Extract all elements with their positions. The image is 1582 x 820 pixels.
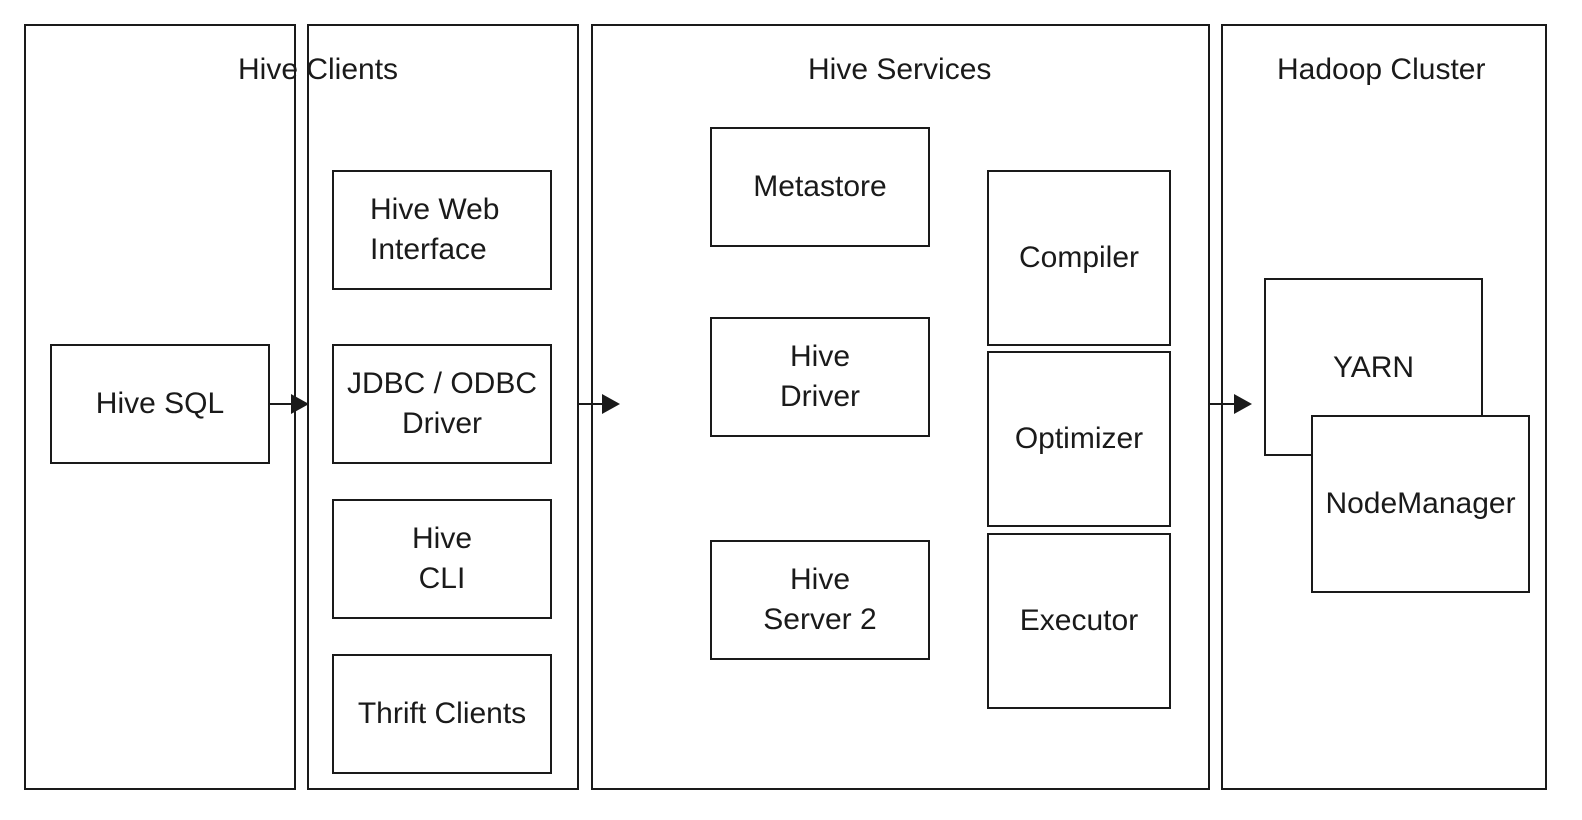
compiler-label: Compiler <box>1018 241 1140 274</box>
hive-driver-label: Hive Driver <box>780 340 860 413</box>
jdbc-odbc-driver-node: JDBC / ODBC Driver <box>332 344 552 464</box>
metastore-node: Metastore <box>710 127 930 247</box>
hive-sql-label: Hive SQL <box>95 387 225 420</box>
thrift-clients-label: Thrift Clients <box>357 697 527 730</box>
compiler-node: Compiler <box>987 170 1171 346</box>
hive-sql-node: Hive SQL <box>50 344 270 464</box>
jdbc-odbc-driver-label: JDBC / ODBC Driver <box>346 367 538 440</box>
hive-driver-node: Hive Driver <box>710 317 930 437</box>
optimizer-node: Optimizer <box>987 351 1171 527</box>
executor-label: Executor <box>1019 604 1139 637</box>
executor-node: Executor <box>987 533 1171 709</box>
hive-clients-title: Hive Clients <box>238 53 399 86</box>
hadoop-cluster-title: Hadoop Cluster <box>1277 53 1486 86</box>
thrift-clients-node: Thrift Clients <box>332 654 552 774</box>
hive-server-2-label: Hive Server 2 <box>763 563 877 636</box>
hive-cli-label: Hive CLI <box>411 522 472 595</box>
hive-cli-node: Hive CLI <box>332 499 552 619</box>
metastore-label: Metastore <box>753 170 887 203</box>
hive-server-2-node: Hive Server 2 <box>710 540 930 660</box>
hive-web-interface-node: Hive Web Interface <box>332 170 552 290</box>
hive-services-panel <box>591 24 1210 790</box>
yarn-label: YARN <box>1332 351 1415 384</box>
nodemanager-node: NodeManager <box>1311 415 1530 593</box>
yarn-node: YARN <box>1264 278 1483 456</box>
nodemanager-label: NodeManager <box>1325 487 1516 520</box>
hadoop-cluster-panel <box>1221 24 1547 790</box>
optimizer-label: Optimizer <box>1014 422 1144 455</box>
hive-web-interface-label: Hive Web Interface <box>370 193 500 266</box>
hive-services-title: Hive Services <box>808 53 992 86</box>
